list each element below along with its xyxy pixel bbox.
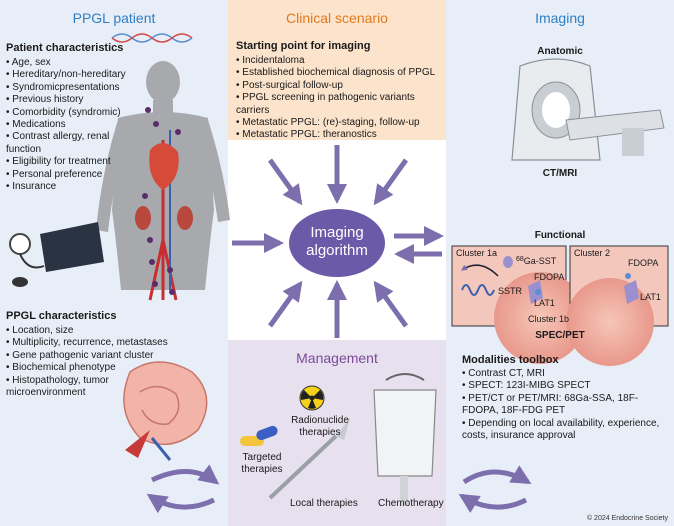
targeted-therapies-label: Targeted therapies (241, 452, 283, 475)
cluster-1a-box (451, 245, 586, 364)
cluster-1a-label: Cluster 1a (456, 248, 498, 258)
lat1-label-1: LAT1 (534, 298, 555, 308)
modalities-toolbox-list: Contrast CT, MRI SPECT: 123I-MIBG SPECT … (462, 368, 662, 442)
ct-scanner-icon (511, 58, 665, 161)
iv-bag-icon (373, 373, 437, 506)
list-item: Location, size (6, 325, 211, 337)
list-item: Multiplicity, recurrence, metastases (6, 337, 211, 349)
scenario-list: Incidentaloma Established biochemical di… (236, 55, 444, 142)
patient-characteristics-heading: Patient characteristics (6, 42, 124, 54)
tumor-dots (142, 107, 181, 295)
list-item: Metastatic PPGL: theranostics (236, 129, 444, 141)
pills-icon (240, 425, 278, 446)
scenario-title: Clinical scenario (286, 10, 388, 26)
imaging-title: Imaging (535, 10, 585, 26)
sstr-label: SSTR (498, 286, 523, 296)
fdopa-label-1: FDOPA (534, 272, 565, 282)
list-item: Contrast CT, MRI (462, 368, 662, 380)
functional-label: Functional (534, 230, 586, 241)
ga-sst-text: Ga-SST (523, 256, 557, 266)
list-item: Age, sex (6, 57, 126, 69)
list-item: Histopathology, tumor microenvironment (6, 375, 156, 400)
copyright-label: © 2024 Endocrine Society (586, 515, 668, 522)
spec-pet-label: SPEC/PET (535, 330, 585, 341)
anatomic-label: Anatomic (537, 46, 583, 57)
list-item: Personal preference (6, 169, 126, 181)
ppgl-characteristics-heading: PPGL characteristics (6, 310, 117, 322)
list-item: Comorbidity (syndromic) (6, 107, 126, 119)
list-item: PPGL screening in pathogenic variants ca… (236, 92, 444, 117)
imaging-algorithm-line1: Imaging (310, 224, 364, 241)
list-item: Eligibility for treatment (6, 156, 126, 168)
blood-pressure-cuff-icon (9, 222, 104, 287)
patient-title: PPGL patient (72, 10, 156, 26)
list-item: Incidentaloma (236, 55, 444, 67)
list-item: Contrast allergy, renal function (6, 131, 126, 156)
list-item: Hereditary/non-hereditary (6, 69, 126, 81)
scenario-heading: Starting point for imaging (236, 40, 371, 52)
list-item: Post-surgical follow-up (236, 80, 444, 92)
chemotherapy-label: Chemotherapy (378, 498, 444, 509)
imaging-algorithm-bubble (289, 209, 385, 277)
ga-sst-label: 68Ga-SST (516, 256, 556, 266)
imaging-algorithm-label: Imaging algorithm (289, 224, 385, 260)
cluster-2-label: Cluster 2 (574, 248, 611, 258)
list-item: Depending on local availability, experie… (462, 418, 662, 443)
ga-sst-superscript: 68 (516, 256, 524, 263)
fdopa-label-2: FDOPA (628, 258, 659, 268)
list-item: Medications (6, 119, 126, 131)
ct-mri-label: CT/MRI (542, 168, 578, 179)
cluster-2-box (566, 245, 669, 366)
circulation-icon (135, 130, 193, 301)
flow-arrows (232, 145, 444, 338)
list-item: Previous history (6, 94, 126, 106)
cycle-arrows (146, 464, 532, 514)
patient-characteristics-list: Age, sex Hereditary/non-hereditary Syndr… (6, 57, 126, 193)
cluster-1b-label: Cluster 1b (528, 314, 570, 324)
scalpel-icon (268, 418, 350, 500)
dna-icon (111, 33, 193, 43)
list-item: PET/CT or PET/MRI: 68Ga-SSA, 18F-FDOPA, … (462, 393, 662, 418)
list-item: Biochemical phenotype (6, 362, 211, 374)
list-item: Gene pathogenic variant cluster (6, 350, 211, 362)
radionuclide-therapies-label: Radionuclide therapies (291, 415, 349, 438)
modalities-toolbox-heading: Modalities toolbox (462, 354, 559, 366)
radiation-icon (299, 385, 325, 411)
management-title: Management (296, 350, 378, 366)
imaging-algorithm-line2: algorithm (306, 242, 368, 259)
lat1-label-2: LAT1 (640, 292, 661, 302)
list-item: Metastatic PPGL: (re)-staging, follow-up (236, 117, 444, 129)
ppgl-characteristics-list: Location, size Multiplicity, recurrence,… (6, 325, 211, 399)
list-item: Syndromicpresentations (6, 82, 126, 94)
list-item: Insurance (6, 181, 126, 193)
local-therapies-label: Local therapies (290, 498, 358, 509)
list-item: SPECT: 123I-MIBG SPECT (462, 380, 662, 392)
list-item: Established biochemical diagnosis of PPG… (236, 67, 444, 79)
